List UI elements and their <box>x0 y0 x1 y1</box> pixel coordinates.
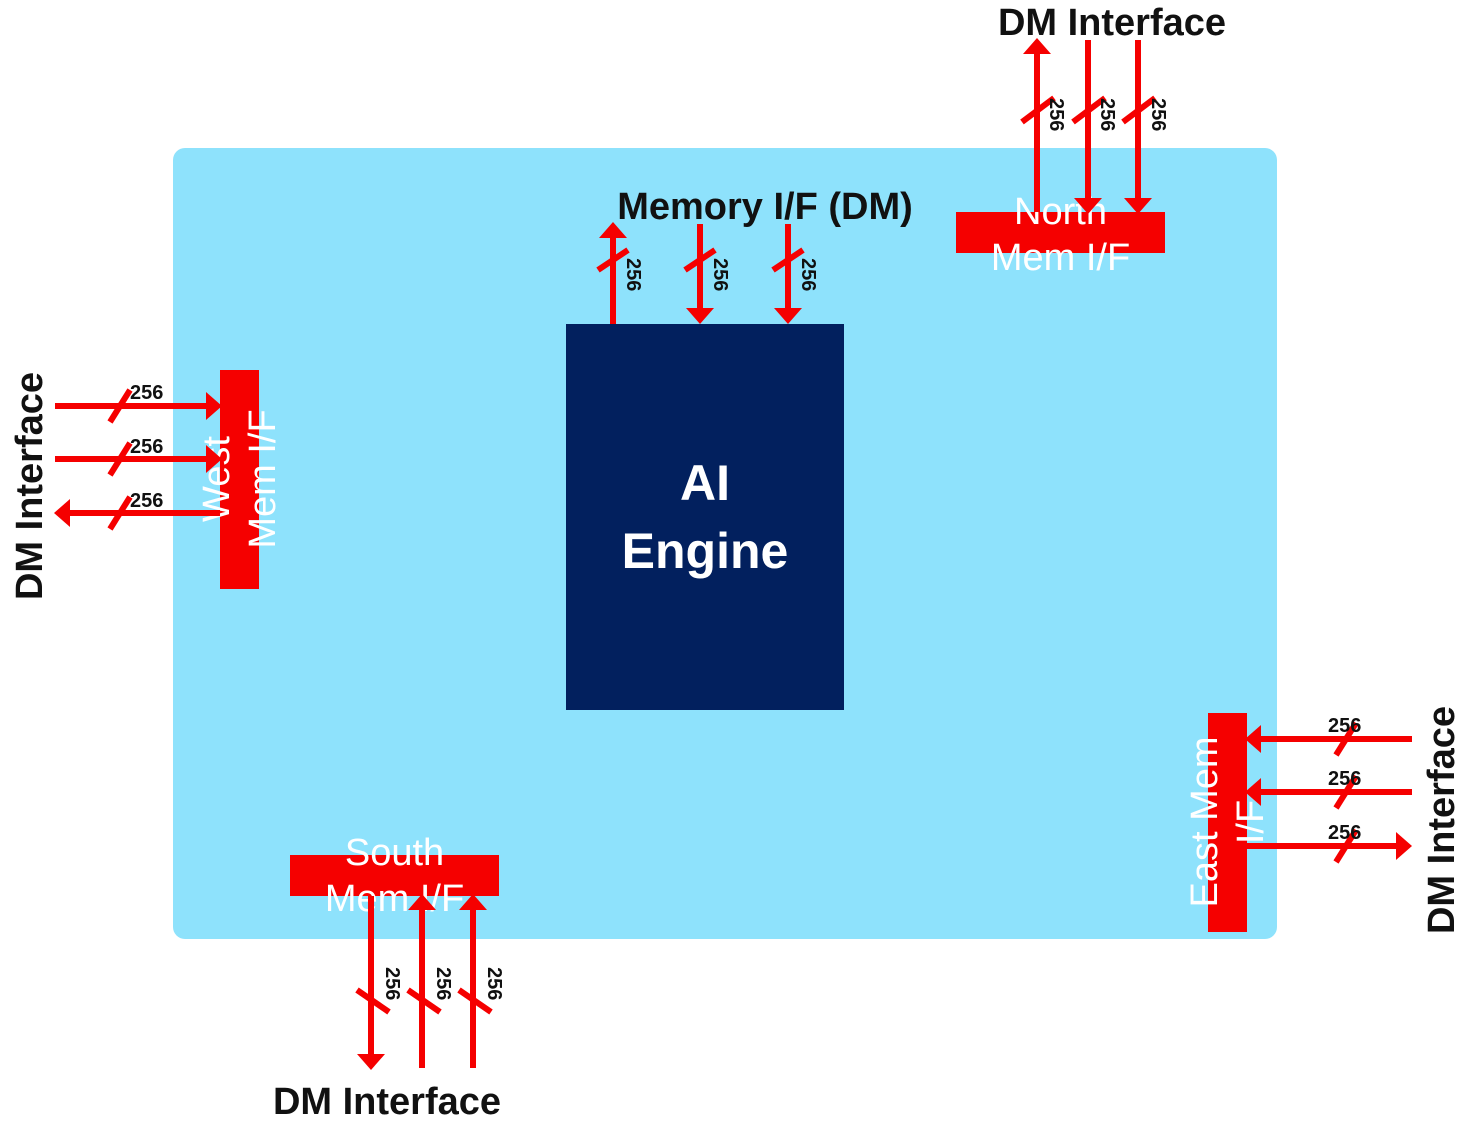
east-bus-width-label-1: 256 <box>1328 715 1361 737</box>
west-bus-slash-3 <box>107 495 133 531</box>
west-bus-out-arrowhead <box>54 499 70 527</box>
south-bus-up-arrowhead-2 <box>459 894 487 910</box>
south-mem-if-bar <box>290 855 499 896</box>
ai-engine-block: AI Engine <box>566 324 844 710</box>
core-bus-up-arrowhead <box>599 222 627 238</box>
south-mem-if-label: South Mem I/F <box>290 830 499 922</box>
east-bus-slash-2 <box>1333 774 1359 810</box>
core-bus-slash-1 <box>596 247 630 273</box>
north-bus-slash-1 <box>1020 95 1056 125</box>
core-bus-down-arrowhead-2 <box>774 308 802 324</box>
west-bus-slash-2 <box>107 441 133 477</box>
west-bus-slash-1 <box>107 388 133 424</box>
north-bus-width-label-3: 256 <box>1147 98 1169 131</box>
north-bus-up-arrowhead <box>1023 38 1051 54</box>
south-bus-up-arrowhead-1 <box>408 894 436 910</box>
south-bus-slash-2 <box>406 987 442 1015</box>
east-bus-slash-1 <box>1333 721 1359 757</box>
north-mem-if-bar <box>956 212 1165 253</box>
east-mem-if-bar <box>1208 713 1247 932</box>
core-bus-width-label-3: 256 <box>797 258 819 291</box>
core-bus-slash-3 <box>771 247 805 273</box>
east-bus-width-label-3: 256 <box>1328 822 1361 844</box>
west-bus-in-arrowhead-1 <box>206 392 222 420</box>
dm-interface-south-label: DM Interface <box>272 1081 502 1123</box>
memory-interface-title: Memory I/F (DM) <box>617 186 913 228</box>
east-bus-width-label-2: 256 <box>1328 768 1361 790</box>
east-bus-out-arrowhead <box>1396 832 1412 860</box>
north-bus-down-arrowhead-1 <box>1074 198 1102 214</box>
south-bus-slash-1 <box>355 987 391 1015</box>
west-bus-in-arrowhead-2 <box>206 445 222 473</box>
ai-engine-label-line2: Engine <box>621 523 789 579</box>
west-bus-width-label-3: 256 <box>130 490 163 512</box>
north-bus-width-label-1: 256 <box>1045 98 1067 131</box>
north-bus-down-arrowhead-2 <box>1124 198 1152 214</box>
core-bus-slash-2 <box>683 247 717 273</box>
west-mem-if-bar <box>220 370 259 589</box>
south-bus-slash-3 <box>457 987 493 1015</box>
east-bus-in-arrowhead-2 <box>1245 778 1261 806</box>
east-bus-slash-3 <box>1333 828 1359 864</box>
south-bus-width-label-1: 256 <box>381 967 403 1000</box>
south-bus-width-label-2: 256 <box>432 967 454 1000</box>
core-bus-down-arrowhead-1 <box>686 308 714 324</box>
core-bus-width-label-2: 256 <box>709 258 731 291</box>
dm-interface-north-label: DM Interface <box>997 2 1227 44</box>
north-mem-if-label-line2: Mem I/F <box>990 237 1131 279</box>
east-bus-in-arrowhead-1 <box>1245 725 1261 753</box>
south-bus-width-label-3: 256 <box>483 967 505 1000</box>
south-bus-down-arrowhead <box>357 1054 385 1070</box>
west-bus-width-label-1: 256 <box>130 382 163 404</box>
south-mem-if-label-line1: South <box>344 832 445 874</box>
north-bus-width-label-2: 256 <box>1096 98 1118 131</box>
south-mem-if-label-line2: Mem I/F <box>324 878 465 920</box>
north-bus-slash-3 <box>1121 95 1157 125</box>
ai-engine-label-line1: AI <box>680 455 730 511</box>
core-bus-width-label-1: 256 <box>622 258 644 291</box>
north-bus-slash-2 <box>1071 95 1107 125</box>
west-bus-width-label-2: 256 <box>130 436 163 458</box>
